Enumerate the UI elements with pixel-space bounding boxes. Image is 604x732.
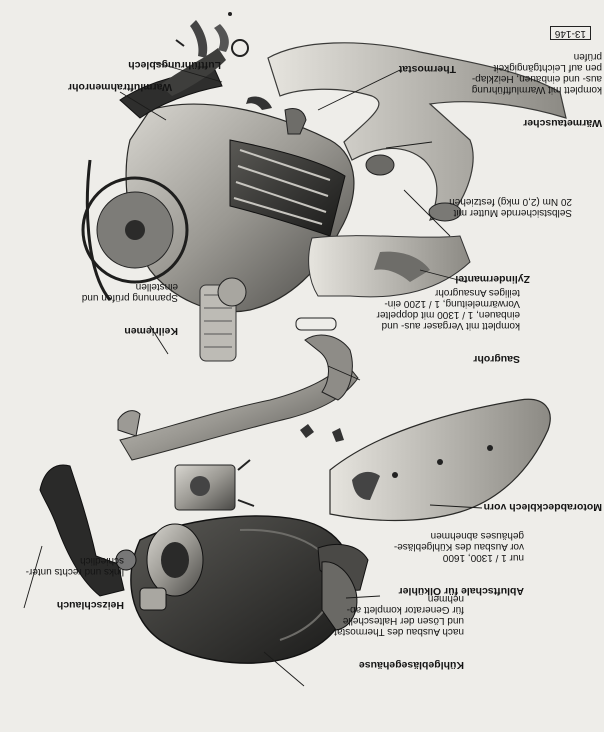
heat-exchanger-drawing <box>267 42 567 222</box>
small-parts-drawing <box>175 12 307 135</box>
heater-hose-drawing <box>39 464 167 611</box>
label-saugrohr: Saugrohr komplett mit Vergaser aus- und … <box>376 287 520 365</box>
label-thermostat: Thermostat <box>398 63 456 75</box>
intake-manifold-drawing <box>117 317 359 461</box>
engine-block-drawing <box>81 48 355 362</box>
label-warmluftrahmenrohr: Warmluftrahmenrohr <box>67 81 172 93</box>
front-engine-cover-drawing <box>300 398 551 522</box>
cylinder-shroud-drawing <box>308 235 471 298</box>
cooling-fan-housing-drawing <box>130 515 369 664</box>
label-luftfuehrungsblech: Luftführungsblech <box>128 59 221 71</box>
carburettor-drawing <box>174 459 255 511</box>
label-kuehlgeblaesegehaeuse: Kühlgebläsegehäuse nach Ausbau des Therm… <box>334 593 464 671</box>
label-heizschlauch: Heizschlauch links und rechts unter- sch… <box>25 555 124 611</box>
oil-cooler-shell-drawing <box>321 561 358 631</box>
label-mutter: Selbstsichernde Mutter mit 20 Nm (2,0 mk… <box>449 196 572 218</box>
leader-lines <box>23 61 483 687</box>
label-keilriemen: Keilriemen Spannung prüfen und einstelle… <box>81 281 178 337</box>
label-waermetauscher: Wärmetauscher komplett mit Warmluftführu… <box>471 51 602 129</box>
